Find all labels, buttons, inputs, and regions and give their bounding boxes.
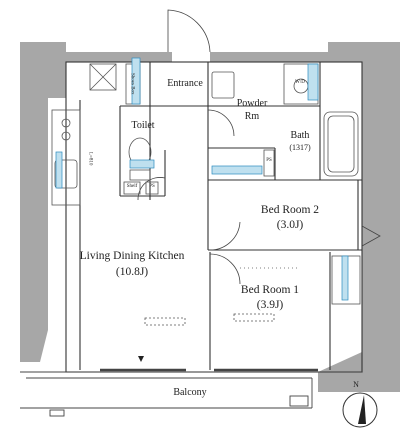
room-bed-room-2: Bed Room 2 <box>260 204 320 216</box>
room-bath: Bath <box>290 130 310 141</box>
room-bed-room-1: Bed Room 1 <box>240 284 300 296</box>
room-bed-room-1-size: (3.9J) <box>256 299 284 311</box>
room-living-dining-kitchen: Living Dining Kitchen <box>79 250 185 262</box>
north-compass-icon <box>342 392 378 428</box>
wd-label: W/D <box>295 80 305 85</box>
balcony <box>20 356 362 417</box>
shoes-box-label: Shoes Box <box>129 73 135 95</box>
room-toilet: Toilet <box>131 120 155 131</box>
compass-n-label: N <box>353 380 359 389</box>
room-powder-rm: Powder Rm <box>236 98 268 122</box>
room-bed-room-2-size: (3.0J) <box>276 219 304 231</box>
wall-lines <box>65 61 363 373</box>
balcony-label: Balcony <box>173 387 207 398</box>
counter-length-label: L=810 <box>87 152 93 166</box>
room-entrance: Entrance <box>167 78 203 89</box>
shelf-label: Shelf <box>126 184 138 189</box>
room-living-size: (10.8J) <box>115 266 149 278</box>
fixtures <box>51 63 361 326</box>
windows <box>55 57 349 301</box>
ps-label-toilet: PS <box>149 184 155 189</box>
room-bath-size: (1317) <box>289 143 311 152</box>
ps-label-bath: PS <box>266 158 272 163</box>
structural-walls <box>20 42 400 392</box>
